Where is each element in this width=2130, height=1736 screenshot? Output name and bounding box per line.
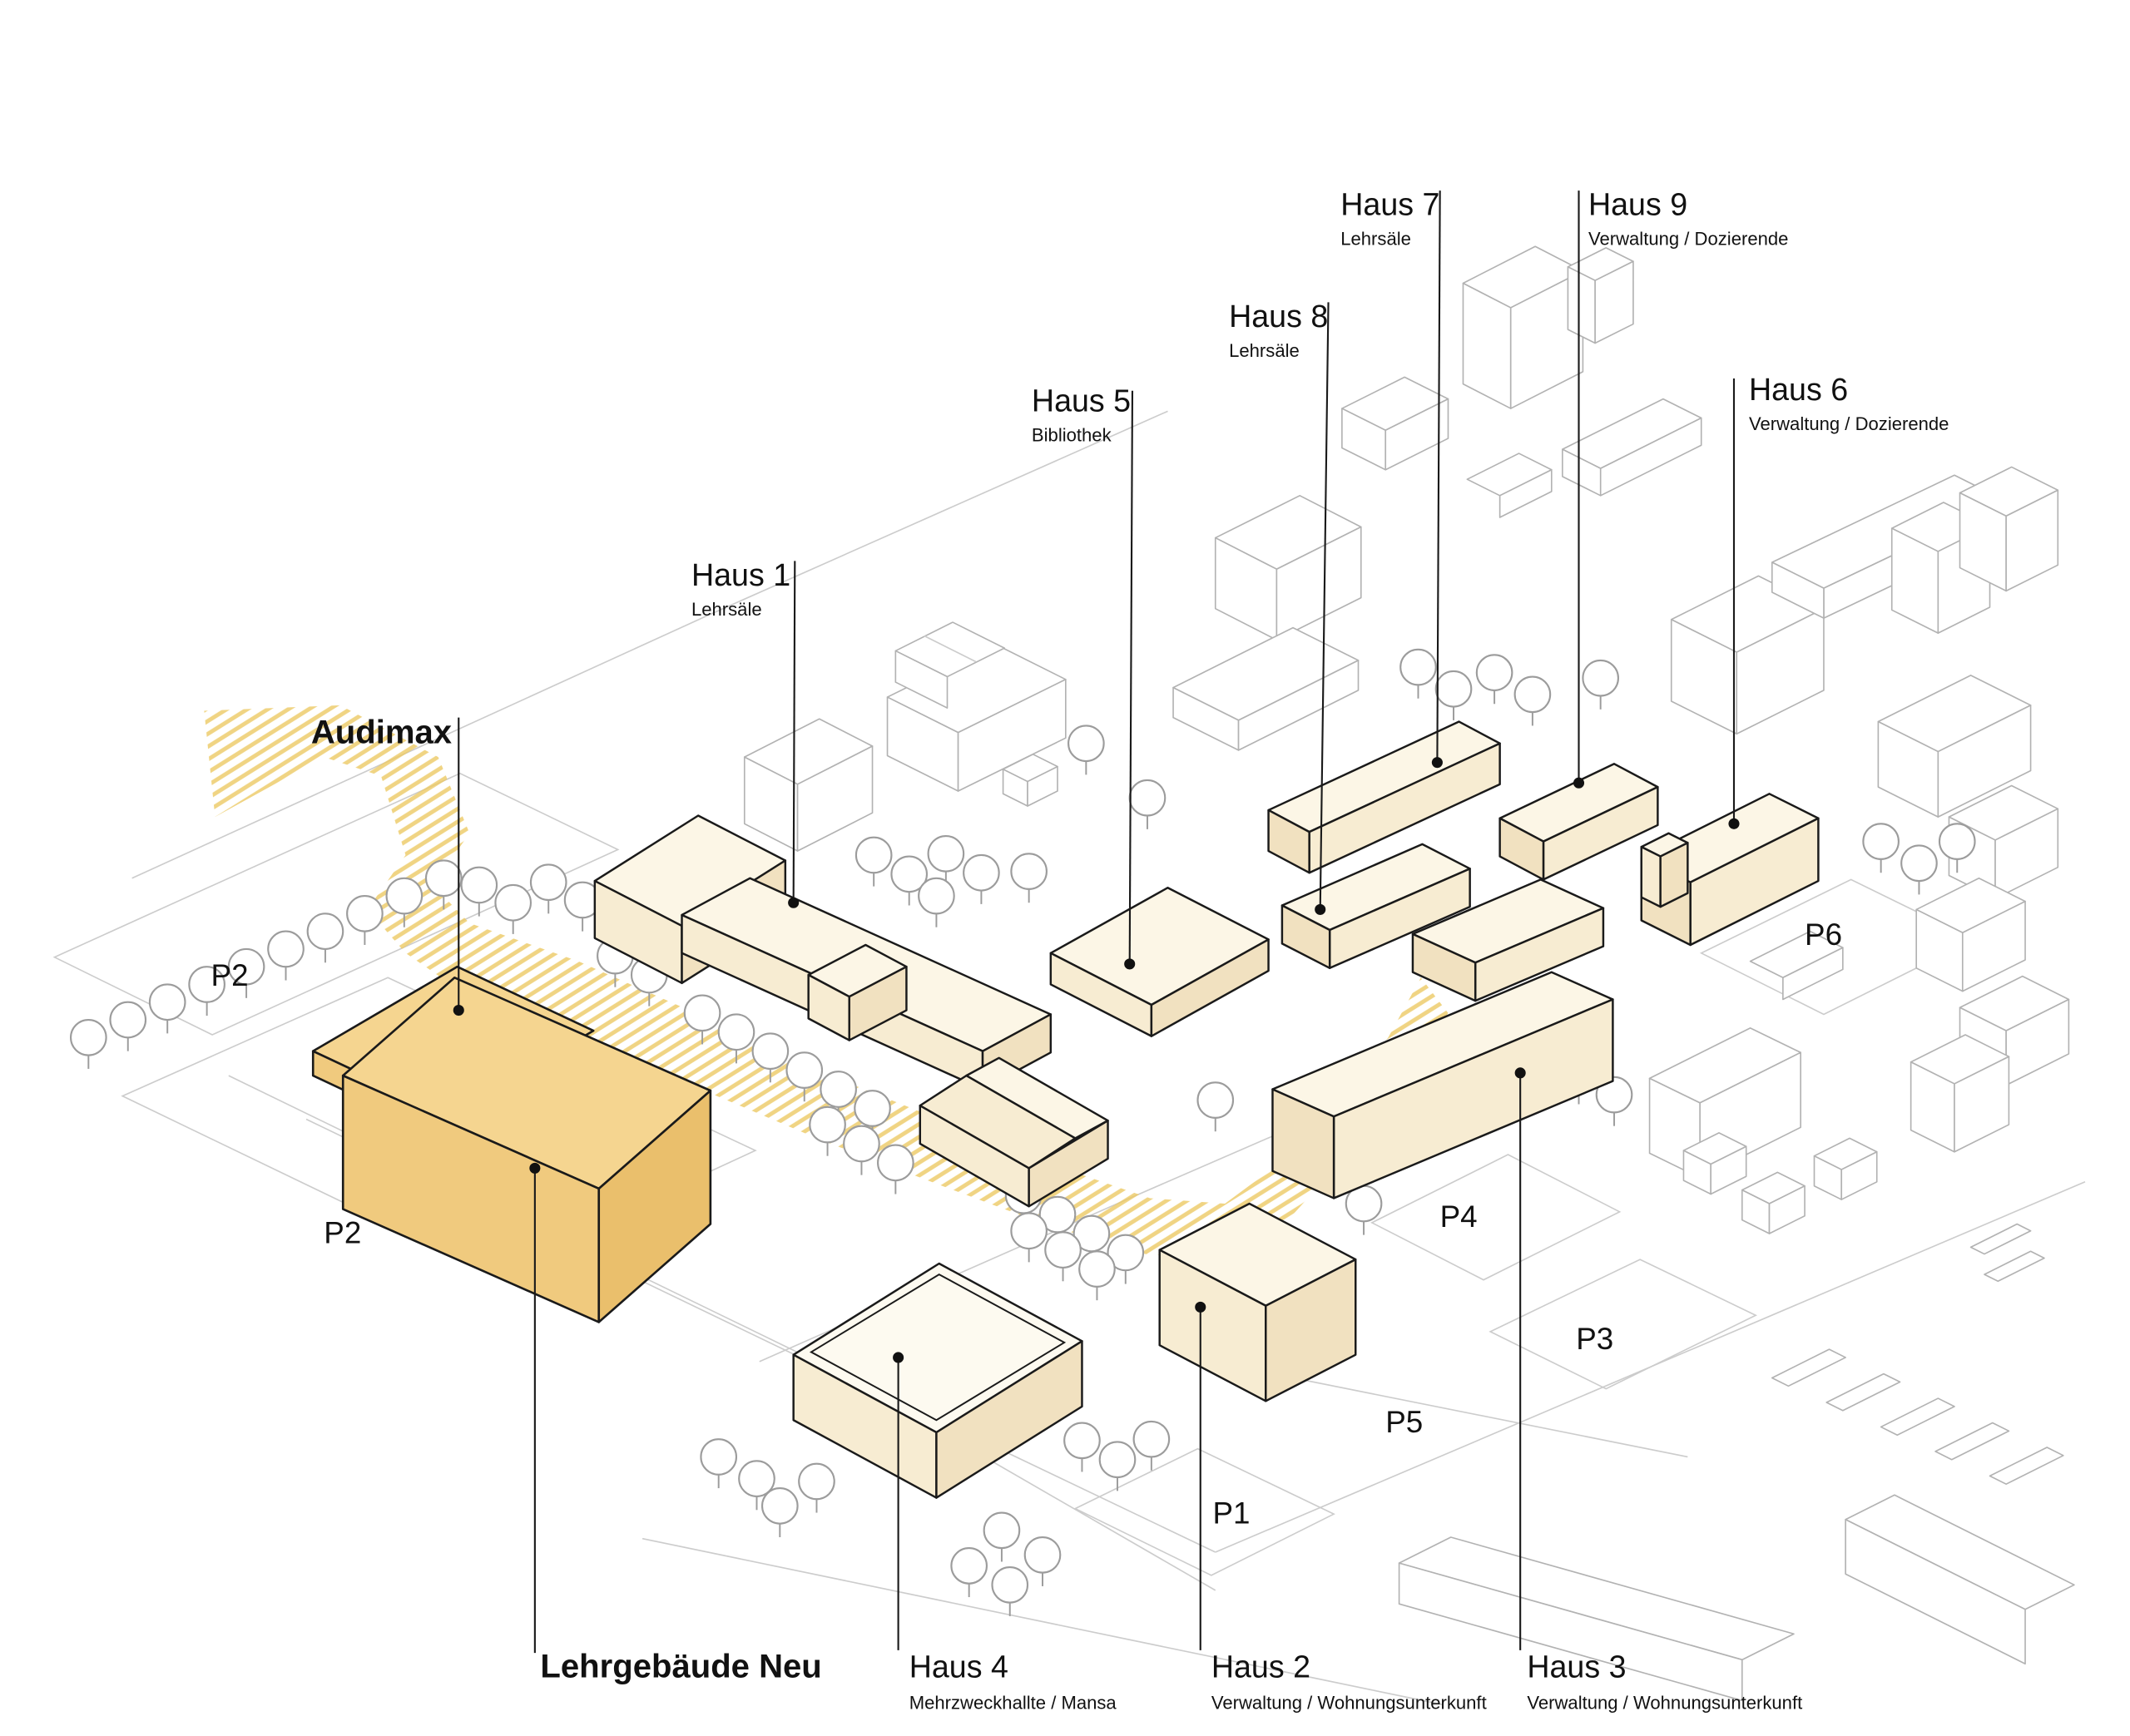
background-buildings (743, 245, 2075, 1702)
label-p1: P1 (1212, 1496, 1250, 1531)
label-haus3: Haus 3 (1527, 1649, 1626, 1684)
label-haus7-use: Lehrsäle (1340, 229, 1411, 250)
label-p2-upper: P2 (211, 958, 249, 992)
building-haus5 (1049, 887, 1270, 1037)
label-haus2-use: Verwaltung / Wohnungsunterkunft (1211, 1692, 1487, 1713)
building-haus7 (1267, 720, 1501, 874)
label-haus3-use: Verwaltung / Wohnungsunterkunft (1527, 1692, 1802, 1713)
label-p3: P3 (1576, 1322, 1613, 1356)
haus9-end (1498, 817, 1545, 881)
label-p4: P4 (1440, 1199, 1478, 1234)
haus2-end (1265, 1258, 1357, 1402)
leader-lines (453, 190, 1740, 1654)
label-haus2: Haus 2 (1211, 1649, 1310, 1684)
haus8-end (1280, 904, 1331, 970)
label-haus8: Haus 8 (1229, 299, 1328, 334)
audimax-end (597, 1089, 712, 1323)
building-haus1 (593, 814, 1053, 1091)
label-p6: P6 (1805, 917, 1842, 952)
label-p5: P5 (1385, 1405, 1423, 1439)
label-haus7: Haus 7 (1340, 187, 1439, 222)
label-haus4-use: Mehrzweckhallte / Mansa (909, 1692, 1117, 1713)
label-audimax: Audimax (311, 715, 452, 751)
label-haus6: Haus 6 (1749, 372, 1848, 407)
haus4-roof-parapet (809, 1273, 1067, 1422)
haus1-rooftop-box-side (848, 965, 908, 1041)
label-haus9: Haus 9 (1588, 187, 1687, 222)
haus7-end (1267, 809, 1310, 874)
label-haus5-use: Bibliothek (1032, 424, 1112, 445)
haus3-end (1271, 1088, 1335, 1199)
label-haus5: Haus 5 (1032, 383, 1131, 418)
haus5-end (1150, 938, 1270, 1037)
label-haus8-use: Lehrsäle (1229, 340, 1300, 361)
haus4-side (935, 1340, 1083, 1499)
building-haus6 (1640, 793, 1820, 947)
label-p2-lower: P2 (324, 1215, 361, 1249)
building-haus8 (1280, 843, 1471, 970)
label-haus1: Haus 1 (691, 557, 790, 592)
building-haus4 (792, 1262, 1083, 1499)
label-haus9-use: Verwaltung / Dozierende (1588, 229, 1788, 250)
label-lehrgebaeude-neu: Lehrgebäude Neu (540, 1649, 821, 1685)
label-haus4: Haus 4 (909, 1649, 1008, 1684)
building-gabled-annex (919, 1056, 1109, 1208)
labels: Haus 7 Lehrsäle Haus 9 Verwaltung / Dozi… (211, 187, 1949, 1714)
label-haus6-use: Verwaltung / Dozierende (1749, 413, 1949, 434)
label-haus1-use: Lehrsäle (691, 599, 762, 620)
building-haus3 (1271, 878, 1614, 1199)
building-haus2 (1158, 1202, 1357, 1402)
